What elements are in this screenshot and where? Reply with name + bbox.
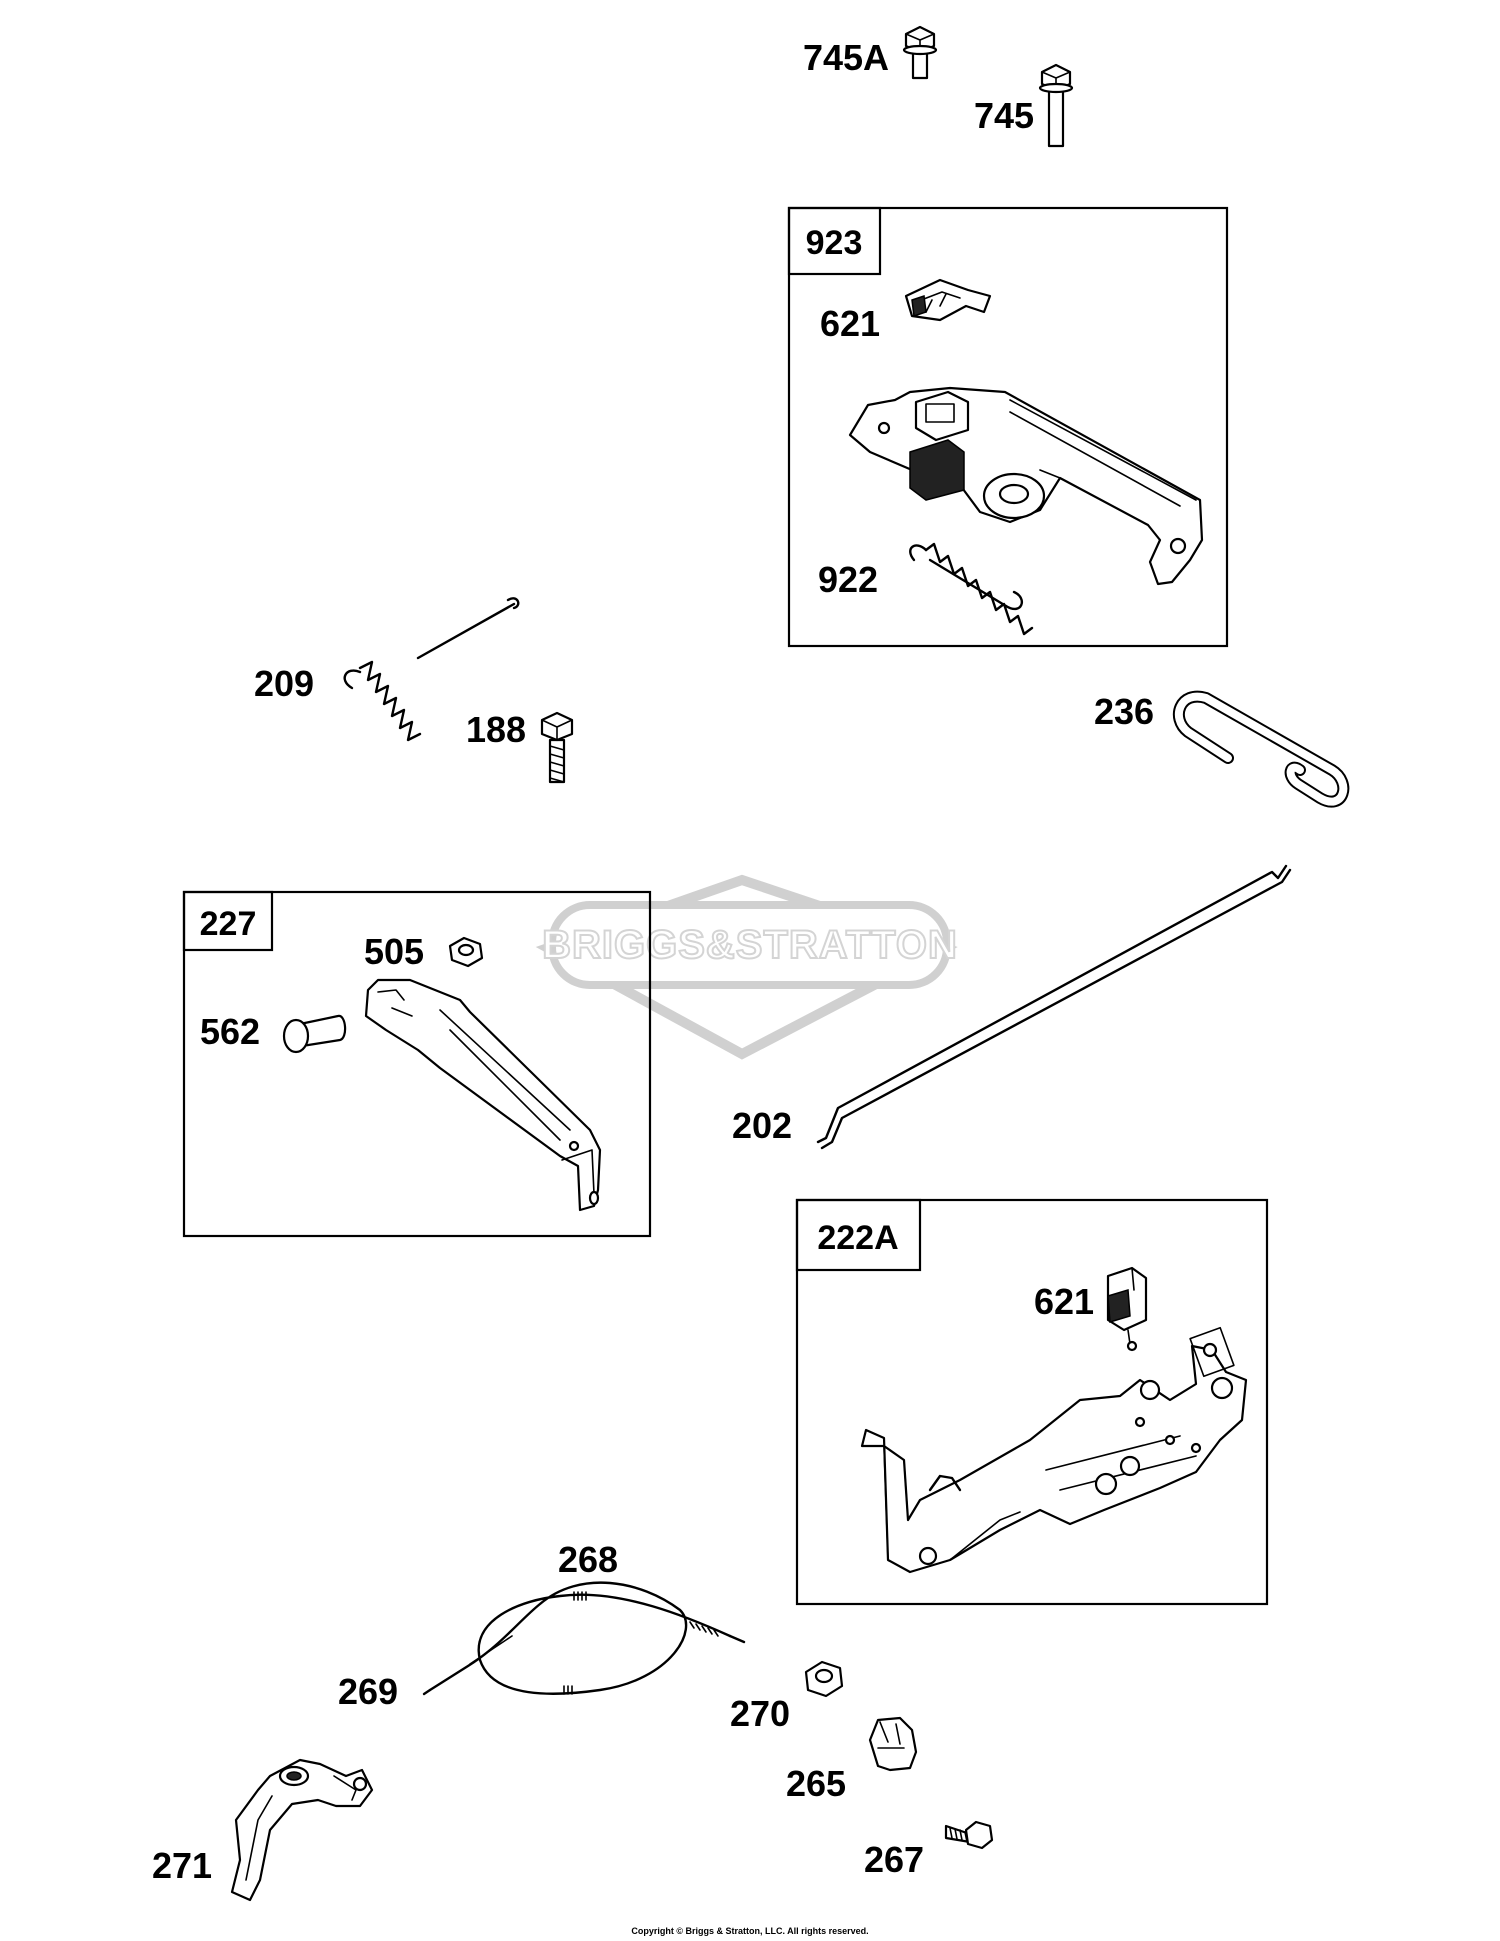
lever-227-drawing — [364, 978, 602, 1212]
governor-spring-209-drawing — [343, 597, 520, 742]
part-label-505: 505 — [364, 931, 424, 972]
bolt-745a-drawing — [902, 25, 938, 80]
part-label-621-lower: 621 — [1034, 1281, 1094, 1322]
kit-box-label: 227 — [200, 905, 257, 943]
screw-267-drawing — [944, 1820, 994, 1850]
clip-621-lower-drawing — [1106, 1266, 1148, 1352]
nut-270-drawing — [804, 1660, 844, 1698]
kit-box-label: 222A — [817, 1219, 898, 1257]
lever-271-drawing — [230, 1758, 374, 1902]
part-label-209: 209 — [254, 663, 314, 704]
part-label-236: 236 — [1094, 691, 1154, 732]
cable-268-drawing — [422, 1581, 746, 1696]
cable-clip-265-drawing — [868, 1716, 918, 1772]
part-label-562: 562 — [200, 1011, 260, 1052]
part-label-268: 268 — [558, 1539, 618, 1580]
bolt-188-drawing — [540, 711, 574, 784]
kit-box-label: 923 — [806, 224, 863, 262]
part-label-270: 270 — [730, 1693, 790, 1734]
part-label-269: 269 — [338, 1671, 398, 1712]
copyright-notice: Copyright © Briggs & Stratton, LLC. All … — [631, 1926, 868, 1936]
spring-922-drawing — [909, 542, 1034, 636]
watermark-text: BRIGGS&STRATTON — [542, 923, 958, 967]
nut-505-drawing — [448, 936, 484, 968]
clip-621-upper-drawing — [904, 278, 992, 322]
briggs-stratton-watermark-logo: BRIGGS&STRATTON — [535, 874, 958, 1060]
part-label-621-upper: 621 — [820, 303, 880, 344]
part-label-188: 188 — [466, 709, 526, 750]
part-label-271: 271 — [152, 1845, 212, 1886]
s-hook-236-drawing — [1172, 690, 1350, 808]
part-label-202: 202 — [732, 1105, 792, 1146]
kit-box-227: 227 — [182, 890, 652, 1238]
control-bracket-222a-drawing — [860, 1326, 1248, 1574]
link-rod-202-drawing — [816, 864, 1292, 1150]
bolt-745-drawing — [1038, 63, 1074, 148]
kit-box-222a: 222A — [795, 1198, 1269, 1606]
part-label-265: 265 — [786, 1763, 846, 1804]
part-label-922: 922 — [818, 559, 878, 600]
part-label-745: 745 — [974, 95, 1034, 136]
control-bracket-923-drawing — [848, 386, 1204, 586]
pin-562-drawing — [282, 1014, 347, 1054]
part-label-267: 267 — [864, 1839, 924, 1880]
kit-box-923: 923 — [787, 206, 1229, 648]
part-label-745a: 745A — [803, 37, 889, 78]
